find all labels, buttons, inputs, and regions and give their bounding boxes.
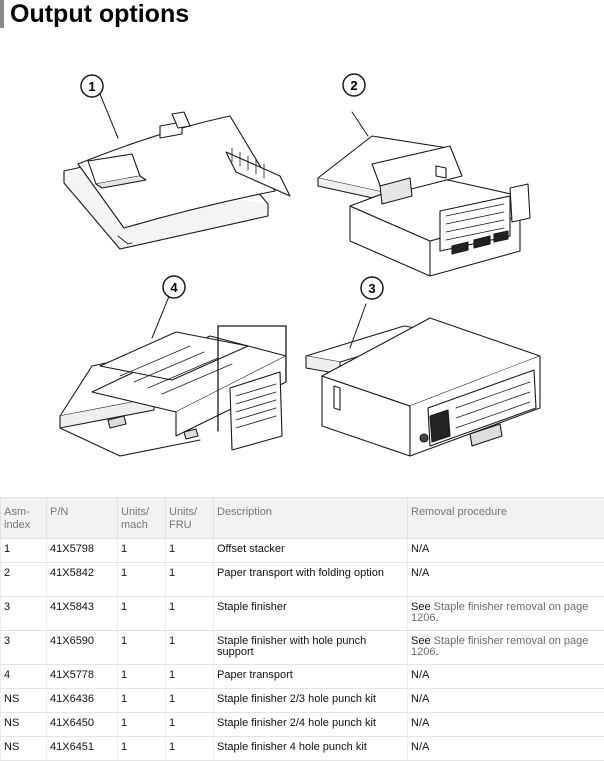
cell-asm-index: 3 <box>1 631 47 665</box>
cell-description: Staple finisher 4 hole punch kit <box>214 737 408 761</box>
cell-units-fru: 1 <box>166 563 214 597</box>
cell-units-fru: 1 <box>166 539 214 563</box>
output-options-illustration: 1 2 <box>0 36 604 491</box>
callout-2: 2 <box>343 74 365 96</box>
cell-asm-index: 2 <box>1 563 47 597</box>
cell-description: Staple finisher 2/3 hole punch kit <box>214 689 408 713</box>
cell-asm-index: 3 <box>1 597 47 631</box>
cell-removal: N/A <box>408 539 604 563</box>
cell-asm-index: 1 <box>1 539 47 563</box>
cell-pn: 41X6451 <box>47 737 118 761</box>
cell-pn: 41X6436 <box>47 689 118 713</box>
table-row: 1 41X5798 1 1 Offset stacker N/A <box>1 539 604 563</box>
col-header-asm-index: Asm- index <box>1 498 47 539</box>
cell-units-mach: 1 <box>118 563 166 597</box>
staple-finisher-drawing <box>306 304 540 456</box>
col-header-pn: P/N <box>47 498 118 539</box>
cell-units-mach: 1 <box>118 689 166 713</box>
callout-3: 3 <box>361 277 383 299</box>
cell-pn: 41X5842 <box>47 563 118 597</box>
cell-removal: See Staple finisher removal on page 1206… <box>408 631 604 665</box>
cell-units-fru: 1 <box>166 737 214 761</box>
cell-pn: 41X6450 <box>47 713 118 737</box>
svg-text:1: 1 <box>88 79 95 94</box>
paper-transport-drawing <box>60 294 286 456</box>
col-header-removal: Removal procedure <box>408 498 604 539</box>
svg-text:2: 2 <box>350 78 357 93</box>
cell-removal: N/A <box>408 689 604 713</box>
cell-pn: 41X5778 <box>47 665 118 689</box>
cell-units-mach: 1 <box>118 539 166 563</box>
cell-asm-index: NS <box>1 737 47 761</box>
table-row: 3 41X5843 1 1 Staple finisher See Staple… <box>1 597 604 631</box>
cell-pn: 41X5843 <box>47 597 118 631</box>
removal-suffix: . <box>435 646 438 658</box>
cell-description: Staple finisher 2/4 hole punch kit <box>214 713 408 737</box>
table-row: NS 41X6451 1 1 Staple finisher 4 hole pu… <box>1 737 604 761</box>
cell-units-fru: 1 <box>166 665 214 689</box>
table-row: NS 41X6436 1 1 Staple finisher 2/3 hole … <box>1 689 604 713</box>
cell-description: Paper transport <box>214 665 408 689</box>
removal-suffix: . <box>435 612 438 624</box>
table-row: NS 41X6450 1 1 Staple finisher 2/4 hole … <box>1 713 604 737</box>
cell-units-fru: 1 <box>166 631 214 665</box>
cell-description: Paper transport with folding option <box>214 563 408 597</box>
cell-description: Staple finisher with hole punch support <box>214 631 408 665</box>
cell-units-fru: 1 <box>166 689 214 713</box>
callout-1: 1 <box>81 75 103 97</box>
cell-pn: 41X5798 <box>47 539 118 563</box>
cell-removal: See Staple finisher removal on page 1206… <box>408 597 604 631</box>
cell-removal: N/A <box>408 737 604 761</box>
col-header-units-mach: Units/ mach <box>118 498 166 539</box>
cell-units-fru: 1 <box>166 713 214 737</box>
table-row: 4 41X5778 1 1 Paper transport N/A <box>1 665 604 689</box>
cell-description: Offset stacker <box>214 539 408 563</box>
cell-pn: 41X6590 <box>47 631 118 665</box>
svg-text:3: 3 <box>368 281 375 296</box>
cell-units-fru: 1 <box>166 597 214 631</box>
cell-units-mach: 1 <box>118 737 166 761</box>
parts-table: Asm- index P/N Units/ mach Units/ FRU De… <box>0 497 604 761</box>
cell-units-mach: 1 <box>118 665 166 689</box>
col-header-units-fru: Units/ FRU <box>166 498 214 539</box>
cell-removal: N/A <box>408 563 604 597</box>
col-header-description: Description <box>214 498 408 539</box>
table-row: 3 41X6590 1 1 Staple finisher with hole … <box>1 631 604 665</box>
page-title: Output options <box>0 0 604 28</box>
svg-text:4: 4 <box>170 280 178 295</box>
cell-asm-index: NS <box>1 689 47 713</box>
cell-removal: N/A <box>408 713 604 737</box>
table-header-row: Asm- index P/N Units/ mach Units/ FRU De… <box>1 498 604 539</box>
cell-units-mach: 1 <box>118 597 166 631</box>
cell-asm-index: 4 <box>1 665 47 689</box>
cell-units-mach: 1 <box>118 631 166 665</box>
offset-stacker-drawing <box>64 94 290 249</box>
cell-description: Staple finisher <box>214 597 408 631</box>
cell-removal: N/A <box>408 665 604 689</box>
cell-units-mach: 1 <box>118 713 166 737</box>
table-row: 2 41X5842 1 1 Paper transport with foldi… <box>1 563 604 597</box>
callout-4: 4 <box>163 276 185 298</box>
cell-asm-index: NS <box>1 713 47 737</box>
paper-transport-folding-drawing <box>318 112 530 276</box>
